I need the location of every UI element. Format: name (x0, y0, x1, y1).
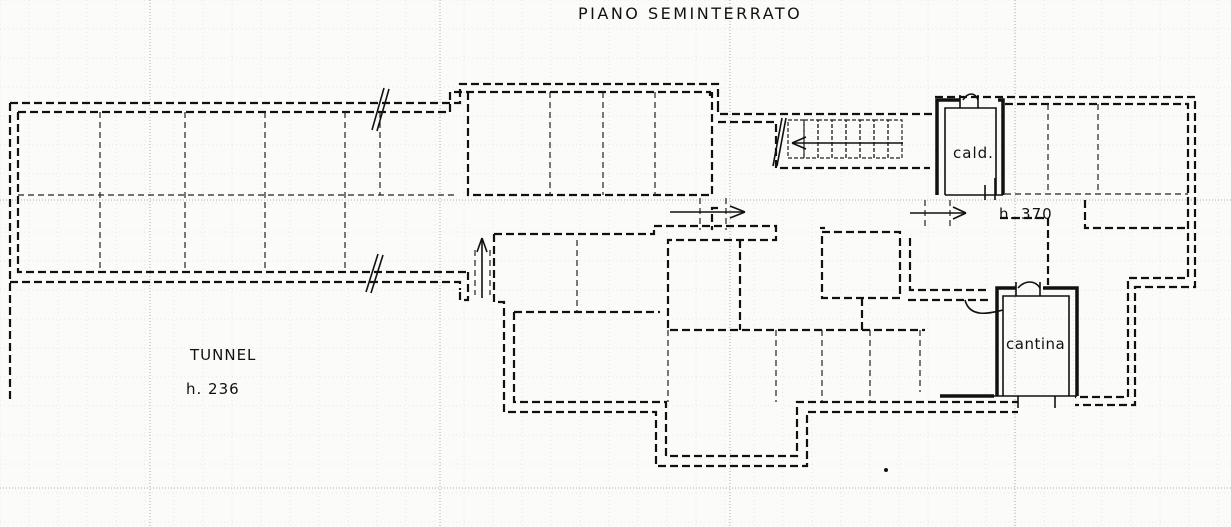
boiler-room (935, 93, 1005, 200)
right-wing (908, 95, 1197, 407)
upper-central-rooms (466, 92, 935, 230)
tunnel-label: TUNNEL (189, 346, 256, 364)
cellar-room (940, 281, 1079, 408)
main-height-label: h. 370 (999, 205, 1053, 223)
plan-title: PIANO SEMINTERRATO (578, 4, 802, 23)
ink-dot (884, 468, 888, 472)
boiler-room-label: cald. (953, 144, 994, 162)
entry-arrows (474, 198, 967, 298)
cellar-label: cantina (1006, 335, 1065, 353)
tunnel-height-label: h. 236 (186, 380, 240, 398)
lower-central-rooms (458, 224, 1018, 468)
tunnel-wing (8, 82, 720, 402)
staircase (772, 117, 903, 167)
